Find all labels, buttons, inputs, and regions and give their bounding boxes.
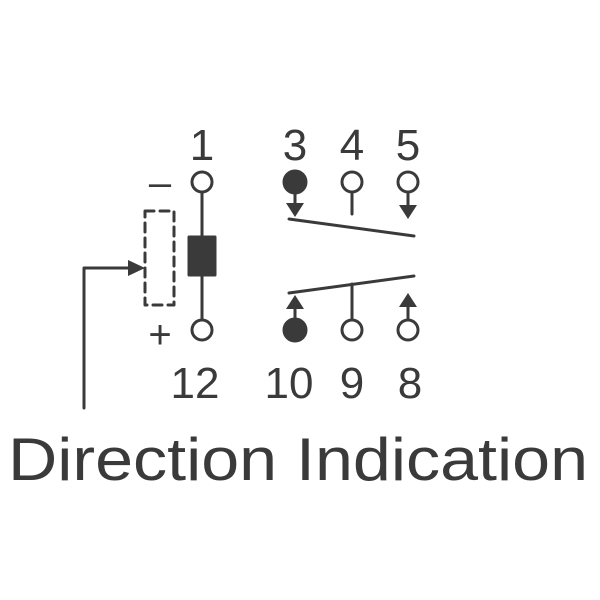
diagram-caption: Direction Indication — [8, 426, 588, 493]
coil-body — [187, 235, 217, 277]
pin-label-5: 5 — [396, 121, 420, 170]
pin-label-3: 3 — [283, 121, 307, 170]
coil-plus-sign: + — [148, 313, 171, 357]
lower-arrow-10-head — [286, 295, 304, 309]
pin-label-4: 4 — [340, 121, 364, 170]
terminal-4 — [340, 170, 364, 194]
pin-label-9: 9 — [340, 359, 364, 408]
terminal-12 — [190, 318, 214, 342]
terminal-5 — [396, 170, 420, 194]
direction-indication-arrow — [82, 266, 134, 410]
terminal-10 — [282, 317, 308, 343]
upper-arrow-5-head — [399, 205, 417, 219]
indicator-dashed-box — [143, 209, 176, 307]
pin-label-12: 12 — [171, 359, 220, 408]
terminal-3 — [282, 169, 308, 195]
upper-arrow-3-head — [286, 203, 304, 217]
terminal-9 — [340, 318, 364, 342]
terminal-8 — [396, 318, 420, 342]
lower-arrow-8-head — [399, 293, 417, 307]
coil-minus-sign: – — [149, 161, 172, 205]
upper-contact-blade — [287, 217, 416, 238]
pin-label-8: 8 — [398, 359, 422, 408]
pin-label-1: 1 — [190, 121, 214, 170]
pin-label-10: 10 — [265, 359, 314, 408]
direction-arrowhead — [128, 260, 145, 276]
terminal-1 — [190, 170, 214, 194]
